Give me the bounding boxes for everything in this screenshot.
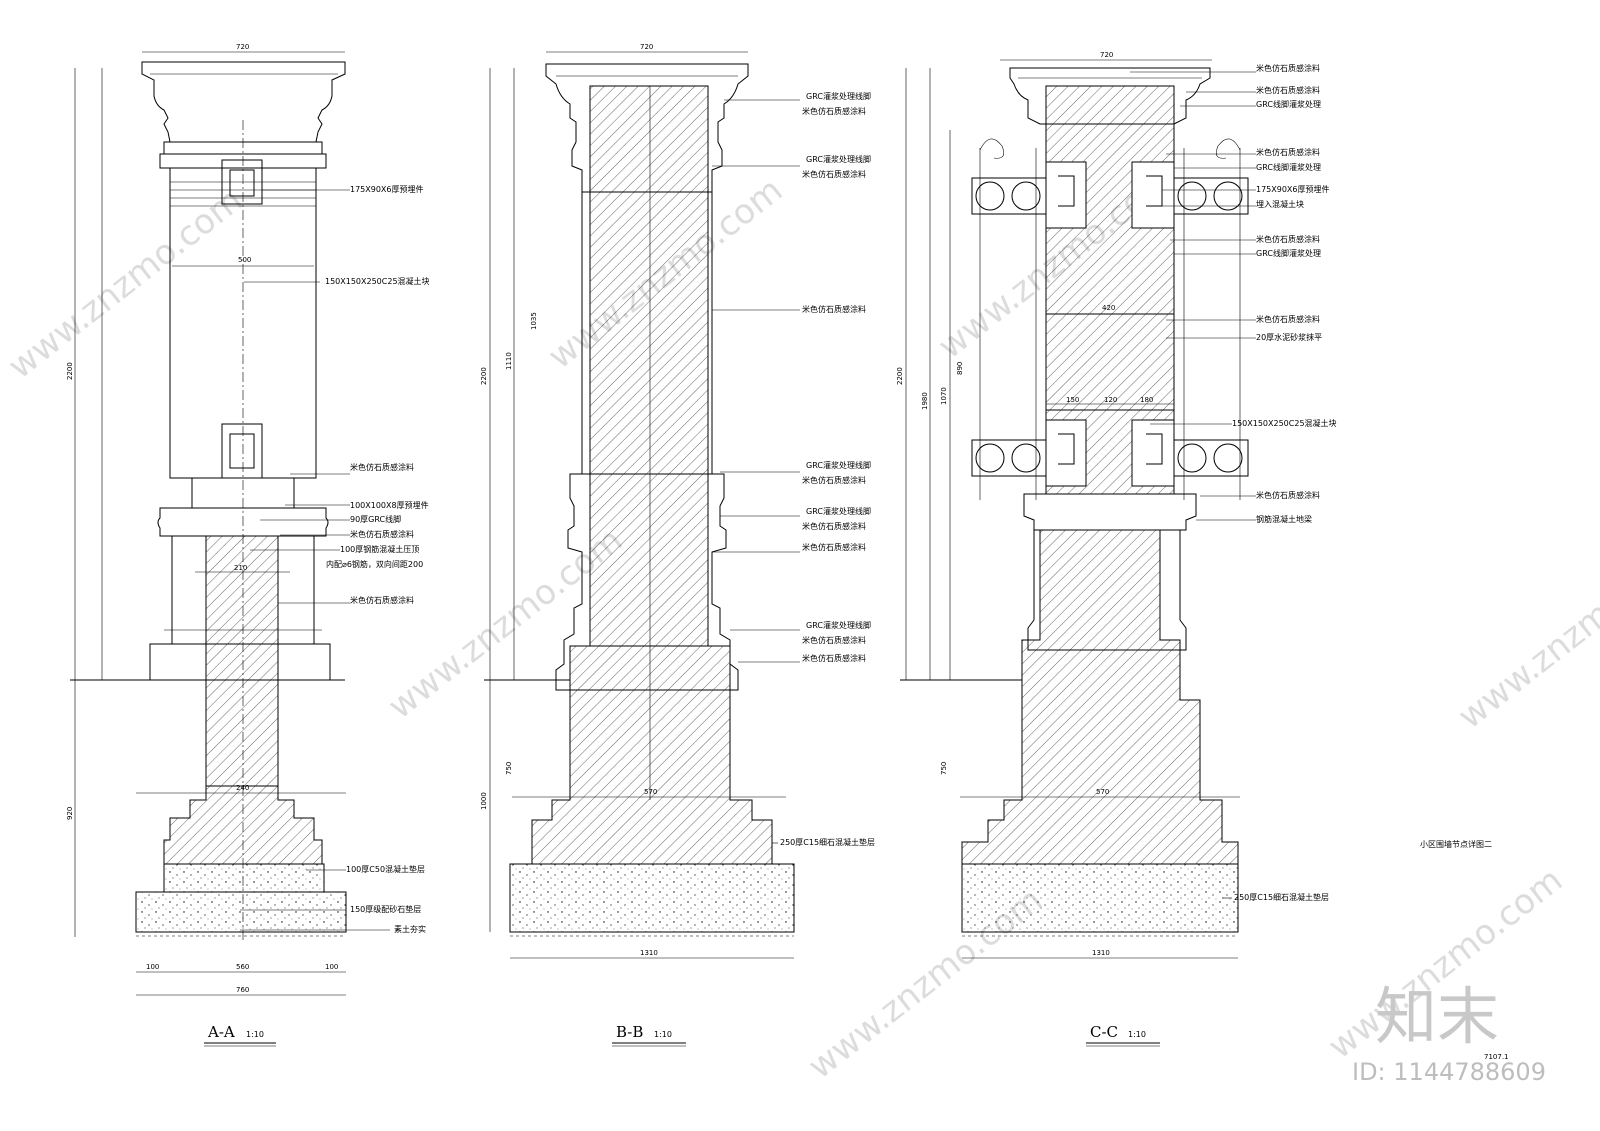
- label-cc-13: 钢筋混凝土地梁: [1256, 514, 1312, 524]
- label-bb-7: GRC灌浆处理线脚: [806, 506, 871, 516]
- dim-bb-below: 750: [505, 762, 513, 775]
- label-aa-11: 素土夯实: [394, 924, 426, 934]
- label-cc-6: 埋入混凝土块: [1256, 199, 1304, 209]
- label-cc-5: 175X90X6厚预埋件: [1256, 184, 1330, 194]
- label-bb-1: 米色仿石质感涂料: [802, 106, 866, 116]
- watermark-brand: 知末: [1375, 980, 1499, 1053]
- label-bb-0: GRC灌浆处理线脚: [806, 91, 871, 101]
- label-aa-7: 内配⌀6钢筋，双向间距200: [326, 559, 423, 569]
- label-cc-7: 米色仿石质感涂料: [1256, 234, 1320, 244]
- section-b-b: 720 2200 1110 1035 1000 750 570 1310: [480, 43, 875, 1047]
- dim-cc-seg-1: 150: [1066, 396, 1079, 404]
- label-bb-6: 米色仿石质感涂料: [802, 475, 866, 485]
- dim-aa-foundation: 920: [66, 807, 74, 820]
- label-bb-4: 米色仿石质感涂料: [802, 304, 866, 314]
- label-cc-4: GRC线脚灌浆处理: [1256, 162, 1321, 172]
- label-cc-11: 150X150X250C25混凝土块: [1232, 418, 1337, 428]
- watermark-site: www.znzmo.com: [1, 180, 250, 387]
- section-title-aa: A-A: [207, 1023, 235, 1041]
- dim-bb-top-width: 720: [640, 43, 653, 51]
- label-bb-9: 米色仿石质感涂料: [802, 542, 866, 552]
- sheet-title: 小区围墙节点详图二: [1420, 839, 1492, 849]
- label-bb-3: 米色仿石质感涂料: [802, 169, 866, 179]
- dim-cc-top-width: 720: [1100, 51, 1113, 59]
- dim-aa-top-width: 720: [236, 43, 249, 51]
- label-aa-3: 100X100X8厚预埋件: [350, 500, 429, 510]
- dim-cc-column: 420: [1102, 304, 1115, 312]
- label-bb-8: 米色仿石质感涂料: [802, 521, 866, 531]
- dim-bb-footing: 570: [644, 788, 657, 796]
- dim-cc-fence: 1070: [940, 387, 948, 405]
- dim-aa-footing: 240: [236, 784, 249, 792]
- label-bb-10: GRC灌浆处理线脚: [806, 620, 871, 630]
- label-aa-8: 米色仿石质感涂料: [350, 595, 414, 605]
- section-scale-aa: 1:10: [246, 1030, 264, 1039]
- label-cc-12: 米色仿石质感涂料: [1256, 490, 1320, 500]
- section-c-c: 720 2200 1980 1070 890 750 420 150 120 1…: [896, 51, 1337, 1047]
- dim-cc-bottom: 1310: [1092, 949, 1110, 957]
- dim-cc-panel: 890: [956, 362, 964, 375]
- dim-bb-upper: 1110: [505, 352, 513, 370]
- dim-aa-bottom-right: 100: [325, 963, 338, 971]
- dim-cc-footing: 570: [1096, 788, 1109, 796]
- label-aa-5: 米色仿石质感涂料: [350, 529, 414, 539]
- label-cc-2: GRC线脚灌浆处理: [1256, 99, 1321, 109]
- dim-bb-height: 2200: [480, 367, 488, 385]
- label-bb-5: GRC灌浆处理线脚: [806, 460, 871, 470]
- dim-aa-inner: 500: [238, 256, 251, 264]
- label-aa-1: 150X150X250C25混凝土块: [325, 276, 430, 286]
- label-aa-6: 100厚钢筋混凝土压顶: [340, 544, 419, 554]
- dim-aa-height: 2200: [66, 362, 74, 380]
- dim-aa-bottom-total: 760: [236, 986, 249, 994]
- label-cc-1: 米色仿石质感涂料: [1256, 85, 1320, 95]
- dim-cc-inner: 1980: [921, 392, 929, 410]
- label-cc-9: 米色仿石质感涂料: [1256, 314, 1320, 324]
- dim-aa-bottom-left: 100: [146, 963, 159, 971]
- dim-aa-shaft: 210: [234, 564, 247, 572]
- section-scale-cc: 1:10: [1128, 1030, 1146, 1039]
- section-title-bb: B-B: [616, 1023, 643, 1041]
- label-bb-12: 米色仿石质感涂料: [802, 653, 866, 663]
- label-cc-10: 20厚水泥砂浆抹平: [1256, 332, 1322, 342]
- dim-aa-bottom-mid: 560: [236, 963, 249, 971]
- label-cc-3: 米色仿石质感涂料: [1256, 147, 1320, 157]
- label-aa-4: 90厚GRC线脚: [350, 514, 401, 524]
- label-aa-10: 150厚级配砂石垫层: [350, 904, 421, 914]
- dim-bb-bottom: 1310: [640, 949, 658, 957]
- section-scale-bb: 1:10: [654, 1030, 672, 1039]
- dim-bb-foundation: 1000: [480, 792, 488, 810]
- watermark-id: ID: 1144788609: [1352, 1058, 1546, 1086]
- label-cc-8: GRC线脚灌浆处理: [1256, 248, 1321, 258]
- sheet-code: 7107.1: [1484, 1053, 1509, 1061]
- label-aa-9: 100厚C50混凝土垫层: [346, 864, 425, 874]
- dim-bb-shaft: 1035: [530, 312, 538, 330]
- dim-cc-height: 2200: [896, 367, 904, 385]
- label-bb-2: GRC灌浆处理线脚: [806, 154, 871, 164]
- label-cc-14: 250厚C15细石混凝土垫层: [1234, 892, 1329, 902]
- label-cc-0: 米色仿石质感涂料: [1256, 63, 1320, 73]
- section-title-cc: C-C: [1090, 1023, 1118, 1041]
- dim-cc-below: 750: [940, 762, 948, 775]
- label-bb-13: 250厚C15细石混凝土垫层: [780, 837, 875, 847]
- dim-cc-seg-3: 180: [1140, 396, 1153, 404]
- dim-cc-seg-2: 120: [1104, 396, 1117, 404]
- section-a-a: 720 2200 920 500 210: [66, 43, 430, 1047]
- label-aa-0: 175X90X6厚预埋件: [350, 184, 424, 194]
- label-bb-11: 米色仿石质感涂料: [802, 635, 866, 645]
- watermark-site: www.znzmo.com: [1451, 530, 1600, 737]
- label-aa-2: 米色仿石质感涂料: [350, 462, 414, 472]
